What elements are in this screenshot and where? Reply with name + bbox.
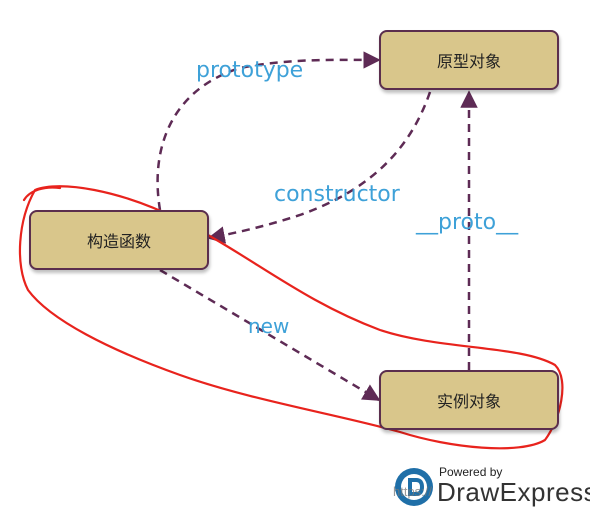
instance-object-label: 实例对象 xyxy=(436,392,501,411)
constructor-edge xyxy=(207,91,432,244)
watermark-url: https:// xyxy=(393,484,433,499)
proto-edge-label: __proto__ xyxy=(416,210,519,235)
prototype-object-node[interactable]: 原型对象 xyxy=(379,30,559,90)
constructor-function-node[interactable]: 构造函数 xyxy=(29,210,209,270)
drawexpress-watermark: Powered by DrawExpress https:// xyxy=(393,462,590,512)
instance-object-node[interactable]: 实例对象 xyxy=(379,370,559,430)
prototype-edge xyxy=(156,51,381,211)
prototype-edge-label: prototype xyxy=(196,58,304,83)
constructor-function-label: 构造函数 xyxy=(86,232,151,251)
new-edge xyxy=(159,268,381,402)
constructor-edge-label: constructor xyxy=(274,182,400,207)
highlight-annotation xyxy=(18,185,564,450)
prototype-object-label: 原型对象 xyxy=(436,52,501,71)
drawexpress-logo-icon xyxy=(395,468,433,506)
watermark-brand: DrawExpress xyxy=(437,477,590,507)
new-edge-label: new xyxy=(248,314,290,338)
watermark-powered-by: Powered by xyxy=(439,465,503,479)
